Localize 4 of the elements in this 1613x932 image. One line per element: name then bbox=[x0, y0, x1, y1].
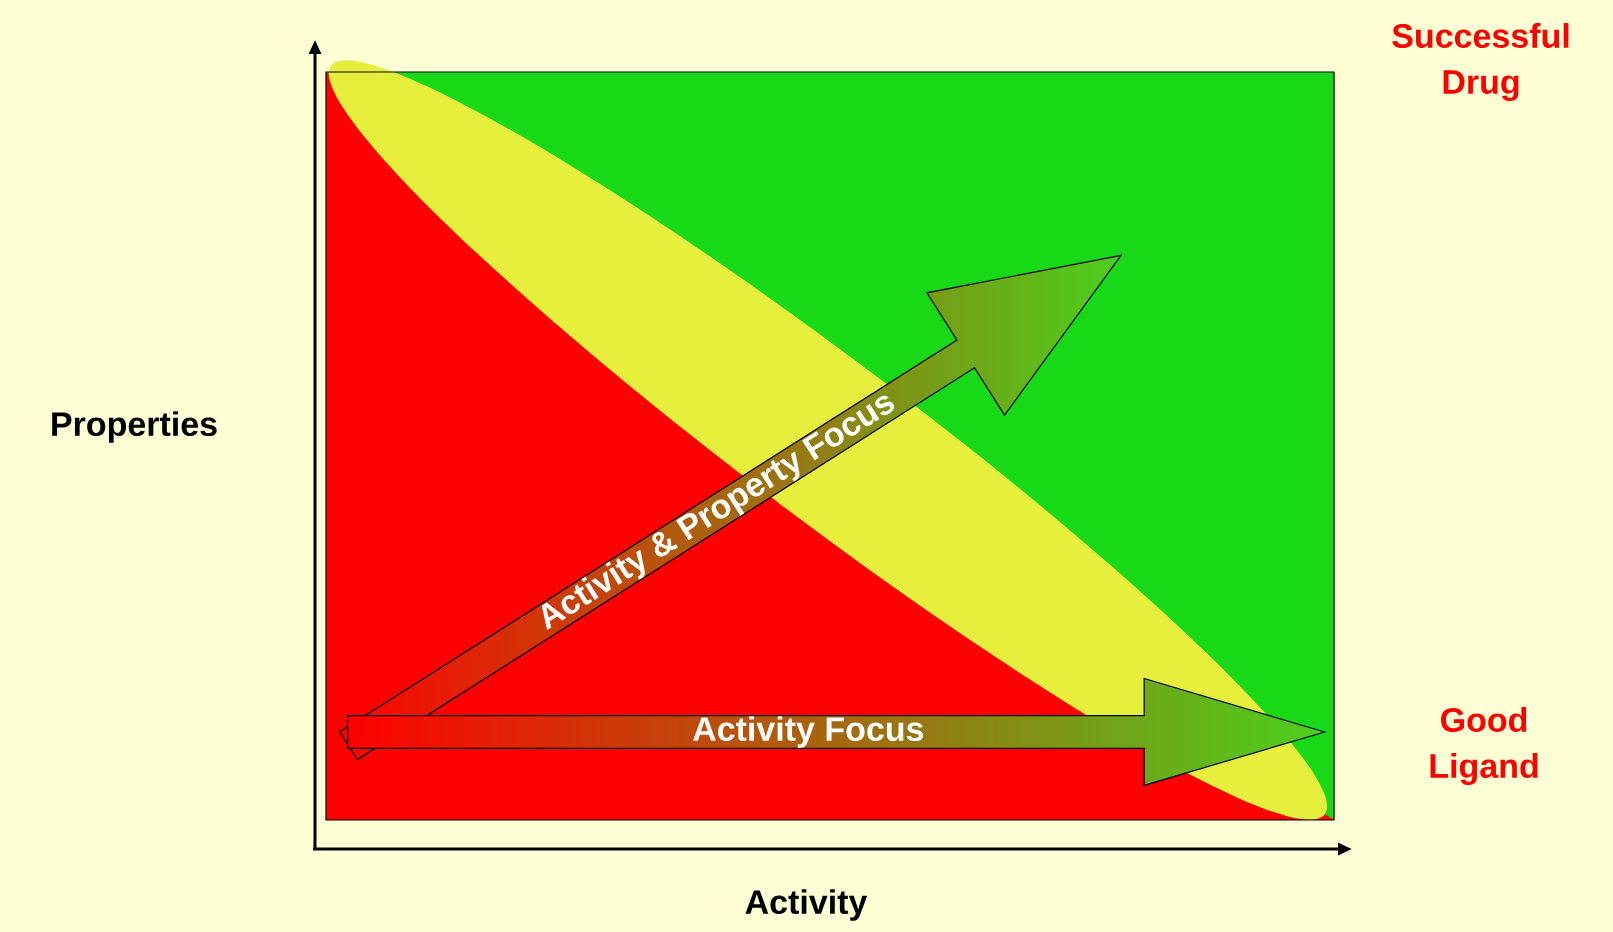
outcome-label: Good Ligand bbox=[1430, 707, 1538, 785]
axis-label: Properties bbox=[52, 411, 217, 443]
outcome-label: Successful Drug bbox=[1392, 23, 1569, 101]
axis-label: Activity bbox=[745, 889, 868, 921]
